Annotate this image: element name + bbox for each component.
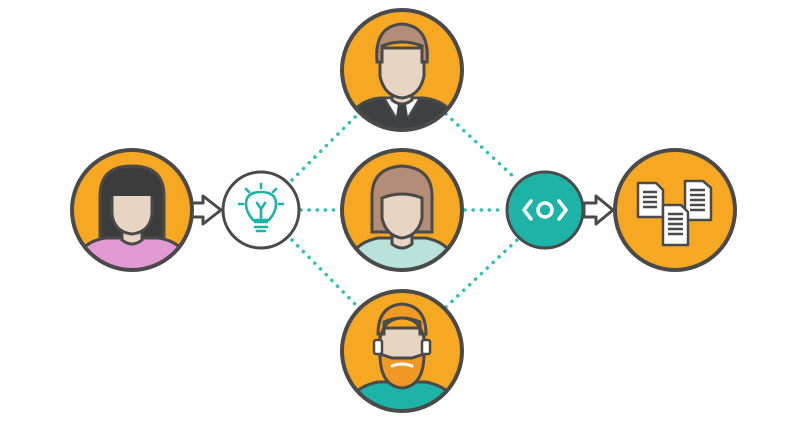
connectors: [290, 112, 519, 309]
idea-node: [221, 170, 301, 250]
reviewer-middle-avatar: [340, 148, 464, 272]
edge-idea-to-top: [290, 112, 360, 182]
eye-icon: [522, 199, 568, 221]
edge-idea-to-bottom: [290, 238, 360, 309]
edge-top-to-review: [444, 112, 519, 182]
reviewer-bottom-avatar: [340, 289, 464, 413]
reviewer-top-avatar: [340, 8, 464, 132]
man-suit-tie-icon: [344, 22, 460, 130]
output-node: [613, 148, 737, 272]
arrow-review-to-output: [582, 194, 615, 226]
requester-avatar: [70, 148, 194, 272]
documents-icon: [636, 179, 713, 247]
review-node: [505, 170, 585, 250]
edge-bottom-to-review: [444, 238, 519, 309]
lightbulb-icon: [237, 182, 285, 233]
